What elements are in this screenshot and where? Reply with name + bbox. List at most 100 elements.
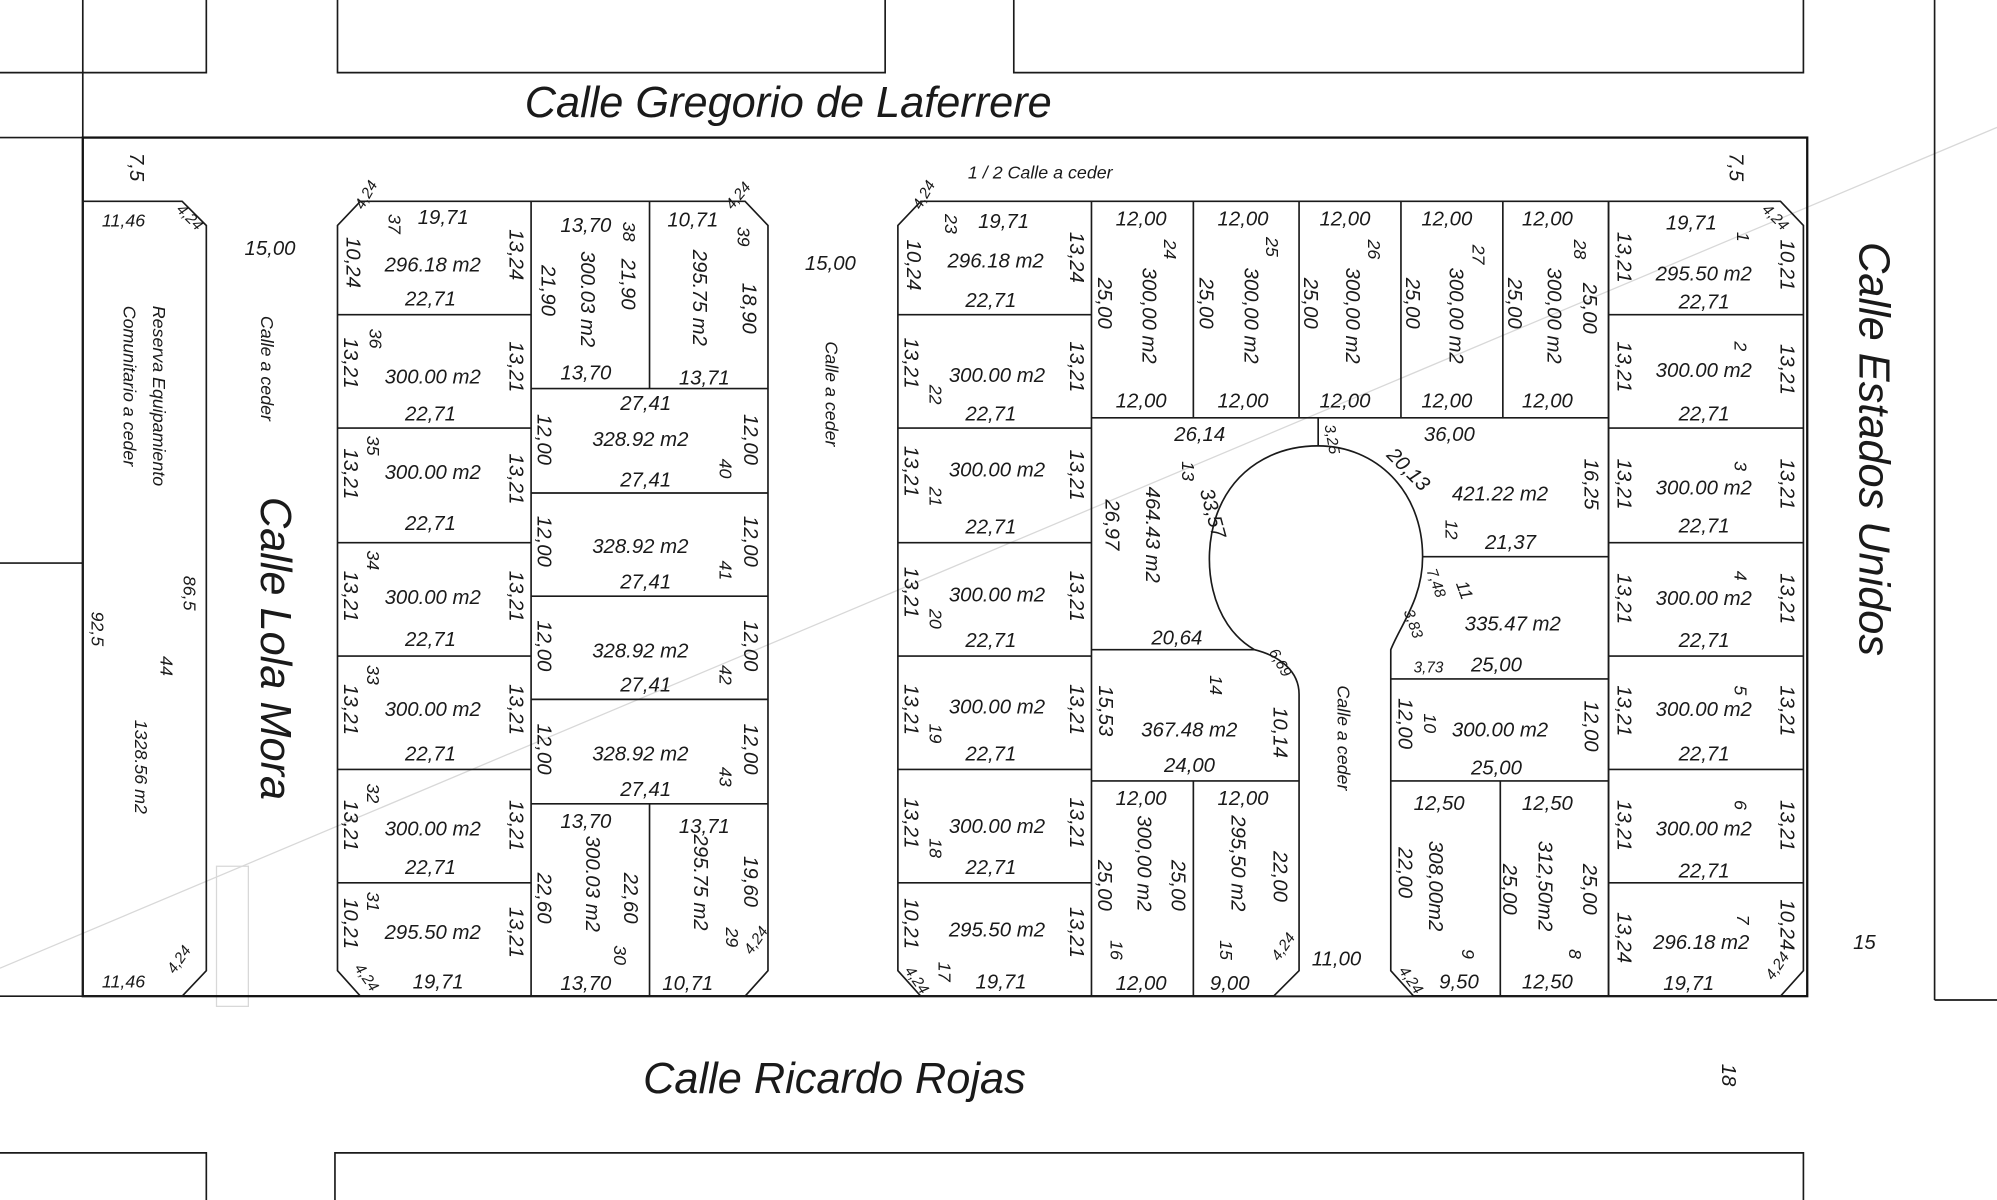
svg-text:295.75 m2: 295.75 m2 [688,249,710,347]
svg-text:4,24: 4,24 [910,178,940,212]
svg-text:13,21: 13,21 [899,338,921,389]
svg-text:300.03 m2: 300.03 m2 [581,836,603,933]
lot-23[interactable]: 19,71 296.18 m2 22,71 10,24 13,24 23 4,2… [902,178,1087,312]
svg-text:13,70: 13,70 [560,973,612,995]
svg-text:4: 4 [1731,571,1751,581]
svg-text:300.00 m2: 300.00 m2 [385,366,482,388]
lot-24[interactable]: 12,00 24 300,00 m2 25,00 12,00 [1093,208,1180,412]
lot-15[interactable]: 12,00 295,50 m2 22,00 15 9,00 4,24 [1210,788,1299,995]
lot-36[interactable]: 36 13,21 300.00 m2 13,21 22,71 [339,329,527,426]
svg-text:9,50: 9,50 [1439,972,1479,994]
lot-4[interactable]: 13,21 4 300.00 m2 13,21 22,71 [1612,571,1797,652]
svg-text:464.43 m2: 464.43 m2 [1141,487,1163,584]
lot-7[interactable]: 13,24 7 296.18 m2 10,24 19,71 4,24 [1612,899,1797,994]
svg-text:13,21: 13,21 [1612,232,1634,283]
svg-text:16,25: 16,25 [1579,459,1601,511]
reserve-lot-44[interactable] [81,200,208,998]
lot-3[interactable]: 13,21 3 300.00 m2 13,21 22,71 [1612,459,1797,538]
svg-text:35: 35 [363,436,383,456]
lot-21[interactable]: 13,21 21 300.00 m2 13,21 22,71 [899,446,1087,539]
lot-5[interactable]: 13,21 5 300.00 m2 13,21 22,71 [1612,685,1797,765]
svg-text:300.00 m2: 300.00 m2 [949,584,1046,606]
svg-text:13,21: 13,21 [899,684,921,735]
svg-text:13,21: 13,21 [339,800,361,851]
svg-text:3: 3 [1731,461,1751,471]
left-street-width: 15,00 [245,238,297,260]
lot-43[interactable]: 12,00 328.92 m2 27,41 43 12,00 [532,724,760,802]
lot-31[interactable]: 31 10,21 295.50 m2 13,21 19,71 4,24 [339,892,527,995]
lot-32[interactable]: 32 13,21 300.00 m2 13,21 22,71 [339,783,527,878]
lot-40[interactable]: 27,41 12,00 328.92 m2 27,41 40 12,00 [532,393,760,491]
lot-16[interactable]: 12,00 300,00 m2 25,00 25,00 16 12,00 [1093,788,1189,995]
lot-6[interactable]: 13,21 6 300.00 m2 13,21 22,71 [1612,800,1797,883]
svg-text:12,00: 12,00 [532,724,554,776]
svg-text:23: 23 [941,213,961,234]
svg-text:11: 11 [1452,578,1477,602]
svg-text:27,41: 27,41 [619,779,671,801]
svg-text:12,00: 12,00 [1319,208,1371,230]
lot-35[interactable]: 35 13,21 300.00 m2 13,21 22,71 [339,436,527,535]
svg-text:13,21: 13,21 [1612,800,1634,851]
lot-39[interactable]: 10,71 39 4,24 295.75 m2 18,90 13,71 [667,179,759,390]
svg-text:300.00 m2: 300.00 m2 [949,459,1046,481]
svg-text:6: 6 [1731,800,1751,810]
svg-text:21: 21 [926,486,946,507]
svg-text:13,21: 13,21 [899,446,921,497]
svg-text:12,00: 12,00 [1116,788,1168,810]
svg-text:13,21: 13,21 [504,341,526,392]
svg-text:300.00 m2: 300.00 m2 [1656,477,1753,499]
svg-text:31: 31 [363,892,383,912]
svg-text:38: 38 [619,222,639,242]
svg-text:25,00: 25,00 [1470,758,1523,780]
lot-41[interactable]: 12,00 328.92 m2 27,41 41 12,00 [532,516,760,594]
lot-33[interactable]: 33 13,21 300.00 m2 13,21 22,71 [339,665,527,766]
lot-11[interactable]: 11 7,48 3,83 335.47 m2 3,73 25,00 [1400,566,1562,676]
svg-text:295.50 m2: 295.50 m2 [1655,263,1753,285]
lot-20[interactable]: 13,21 20 300.00 m2 13,21 22,71 [899,567,1087,652]
half-street-label: 1 / 2 Calle a ceder [968,162,1114,182]
svg-text:18: 18 [926,838,946,858]
svg-text:300.00 m2: 300.00 m2 [1656,360,1753,382]
lot-9[interactable]: 12,50 308,00m2 22,00 9 9,50 4,24 [1393,793,1479,997]
lot-13[interactable]: 26,14 13 33,57 464.43 m2 26,97 20,64 [1100,424,1229,650]
lot-37[interactable]: 19,71 296.18 m2 22,71 10,24 13,24 37 4,2… [341,178,526,311]
svg-text:12,50: 12,50 [1522,972,1574,994]
lot-1[interactable]: 19,71 1 4,24 13,21 295.50 m2 10,21 22,71 [1612,201,1797,313]
lot-34[interactable]: 34 13,21 300.00 m2 13,21 22,71 [339,550,527,651]
svg-text:13,21: 13,21 [899,567,921,618]
lot-14[interactable]: 14 15,53 367.48 m2 24,00 6,69 10,14 [1094,646,1295,777]
block-b [897,200,1610,998]
lot-8[interactable]: 12,50 312,50m2 25,00 25,00 8 12,50 [1498,793,1600,993]
lot-28[interactable]: 12,00 28 300,00 m2 25,00 25,00 12,00 [1503,208,1600,412]
svg-text:22,60: 22,60 [619,872,641,925]
lot-29[interactable]: 13,71 295.75 m2 19,60 29 10,71 4,24 [662,816,771,995]
lot-22[interactable]: 13,21 22 300.00 m2 13,21 22,71 [899,338,1087,426]
svg-text:10,71: 10,71 [667,210,718,232]
lot-10[interactable]: 12,00 10 300.00 m2 25,00 12,00 [1393,698,1601,779]
svg-text:8: 8 [1565,949,1585,959]
street-left: Calle Lola Mora [251,497,299,800]
lot-30[interactable]: 13,70 300.03 m2 22,60 22,60 30 13,70 [532,811,641,995]
lot-26[interactable]: 12,00 26 300,00 m2 25,00 12,00 [1299,208,1384,412]
lot-17[interactable]: 10,21 17 295.50 m2 13,21 19,71 4,24 [899,898,1087,997]
svg-text:13,21: 13,21 [1612,573,1634,624]
svg-text:12,00: 12,00 [1579,701,1601,753]
lot-19[interactable]: 13,21 19 300.00 m2 13,21 22,71 [899,684,1087,765]
svg-text:300.00 m2: 300.00 m2 [385,587,482,609]
svg-text:4,24: 4,24 [1759,201,1792,234]
svg-text:29: 29 [722,926,742,947]
svg-text:295.75 m2: 295.75 m2 [689,833,711,931]
svg-text:26: 26 [1364,238,1384,259]
lot-38[interactable]: 13,70 38 21,90 300.03 m2 21,90 13,70 [536,215,639,385]
reserve-lot-number: 44 [156,656,176,676]
svg-text:3,73: 3,73 [1414,660,1444,677]
lot-18[interactable]: 13,21 18 300.00 m2 13,21 22,71 [899,797,1087,878]
lot-42[interactable]: 12,00 328.92 m2 27,41 42 12,00 [532,620,760,696]
svg-text:300,00 m2: 300,00 m2 [1239,268,1261,365]
lot-25[interactable]: 12,00 25 300,00 m2 25,00 12,00 [1195,208,1282,412]
lot-27[interactable]: 12,00 27 300,00 m2 25,00 12,00 [1401,208,1488,412]
svg-text:12,00: 12,00 [1319,391,1371,413]
svg-text:13,21: 13,21 [504,571,526,622]
lot-2[interactable]: 13,21 2 300.00 m2 13,21 22,71 [1612,340,1797,425]
svg-text:32: 32 [363,783,383,803]
